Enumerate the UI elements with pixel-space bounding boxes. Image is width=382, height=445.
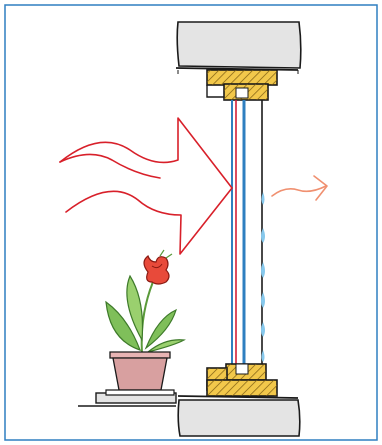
warm-air-arrow	[59, 117, 233, 255]
flower-pot	[105, 351, 175, 396]
bottom-window-frame	[206, 363, 278, 397]
leaf-right	[144, 308, 177, 350]
top-lintel	[175, 21, 302, 74]
leaf-left-2	[126, 274, 144, 343]
leaf-left	[105, 300, 142, 351]
condensation-drops	[261, 192, 265, 362]
top-window-frame	[206, 69, 278, 101]
potted-plant	[105, 249, 186, 396]
bottom-sill	[177, 395, 301, 437]
flower	[143, 249, 173, 285]
leaf-right-2	[147, 339, 186, 353]
heat-loss-arrow	[271, 175, 328, 201]
frame-border	[4, 4, 378, 441]
